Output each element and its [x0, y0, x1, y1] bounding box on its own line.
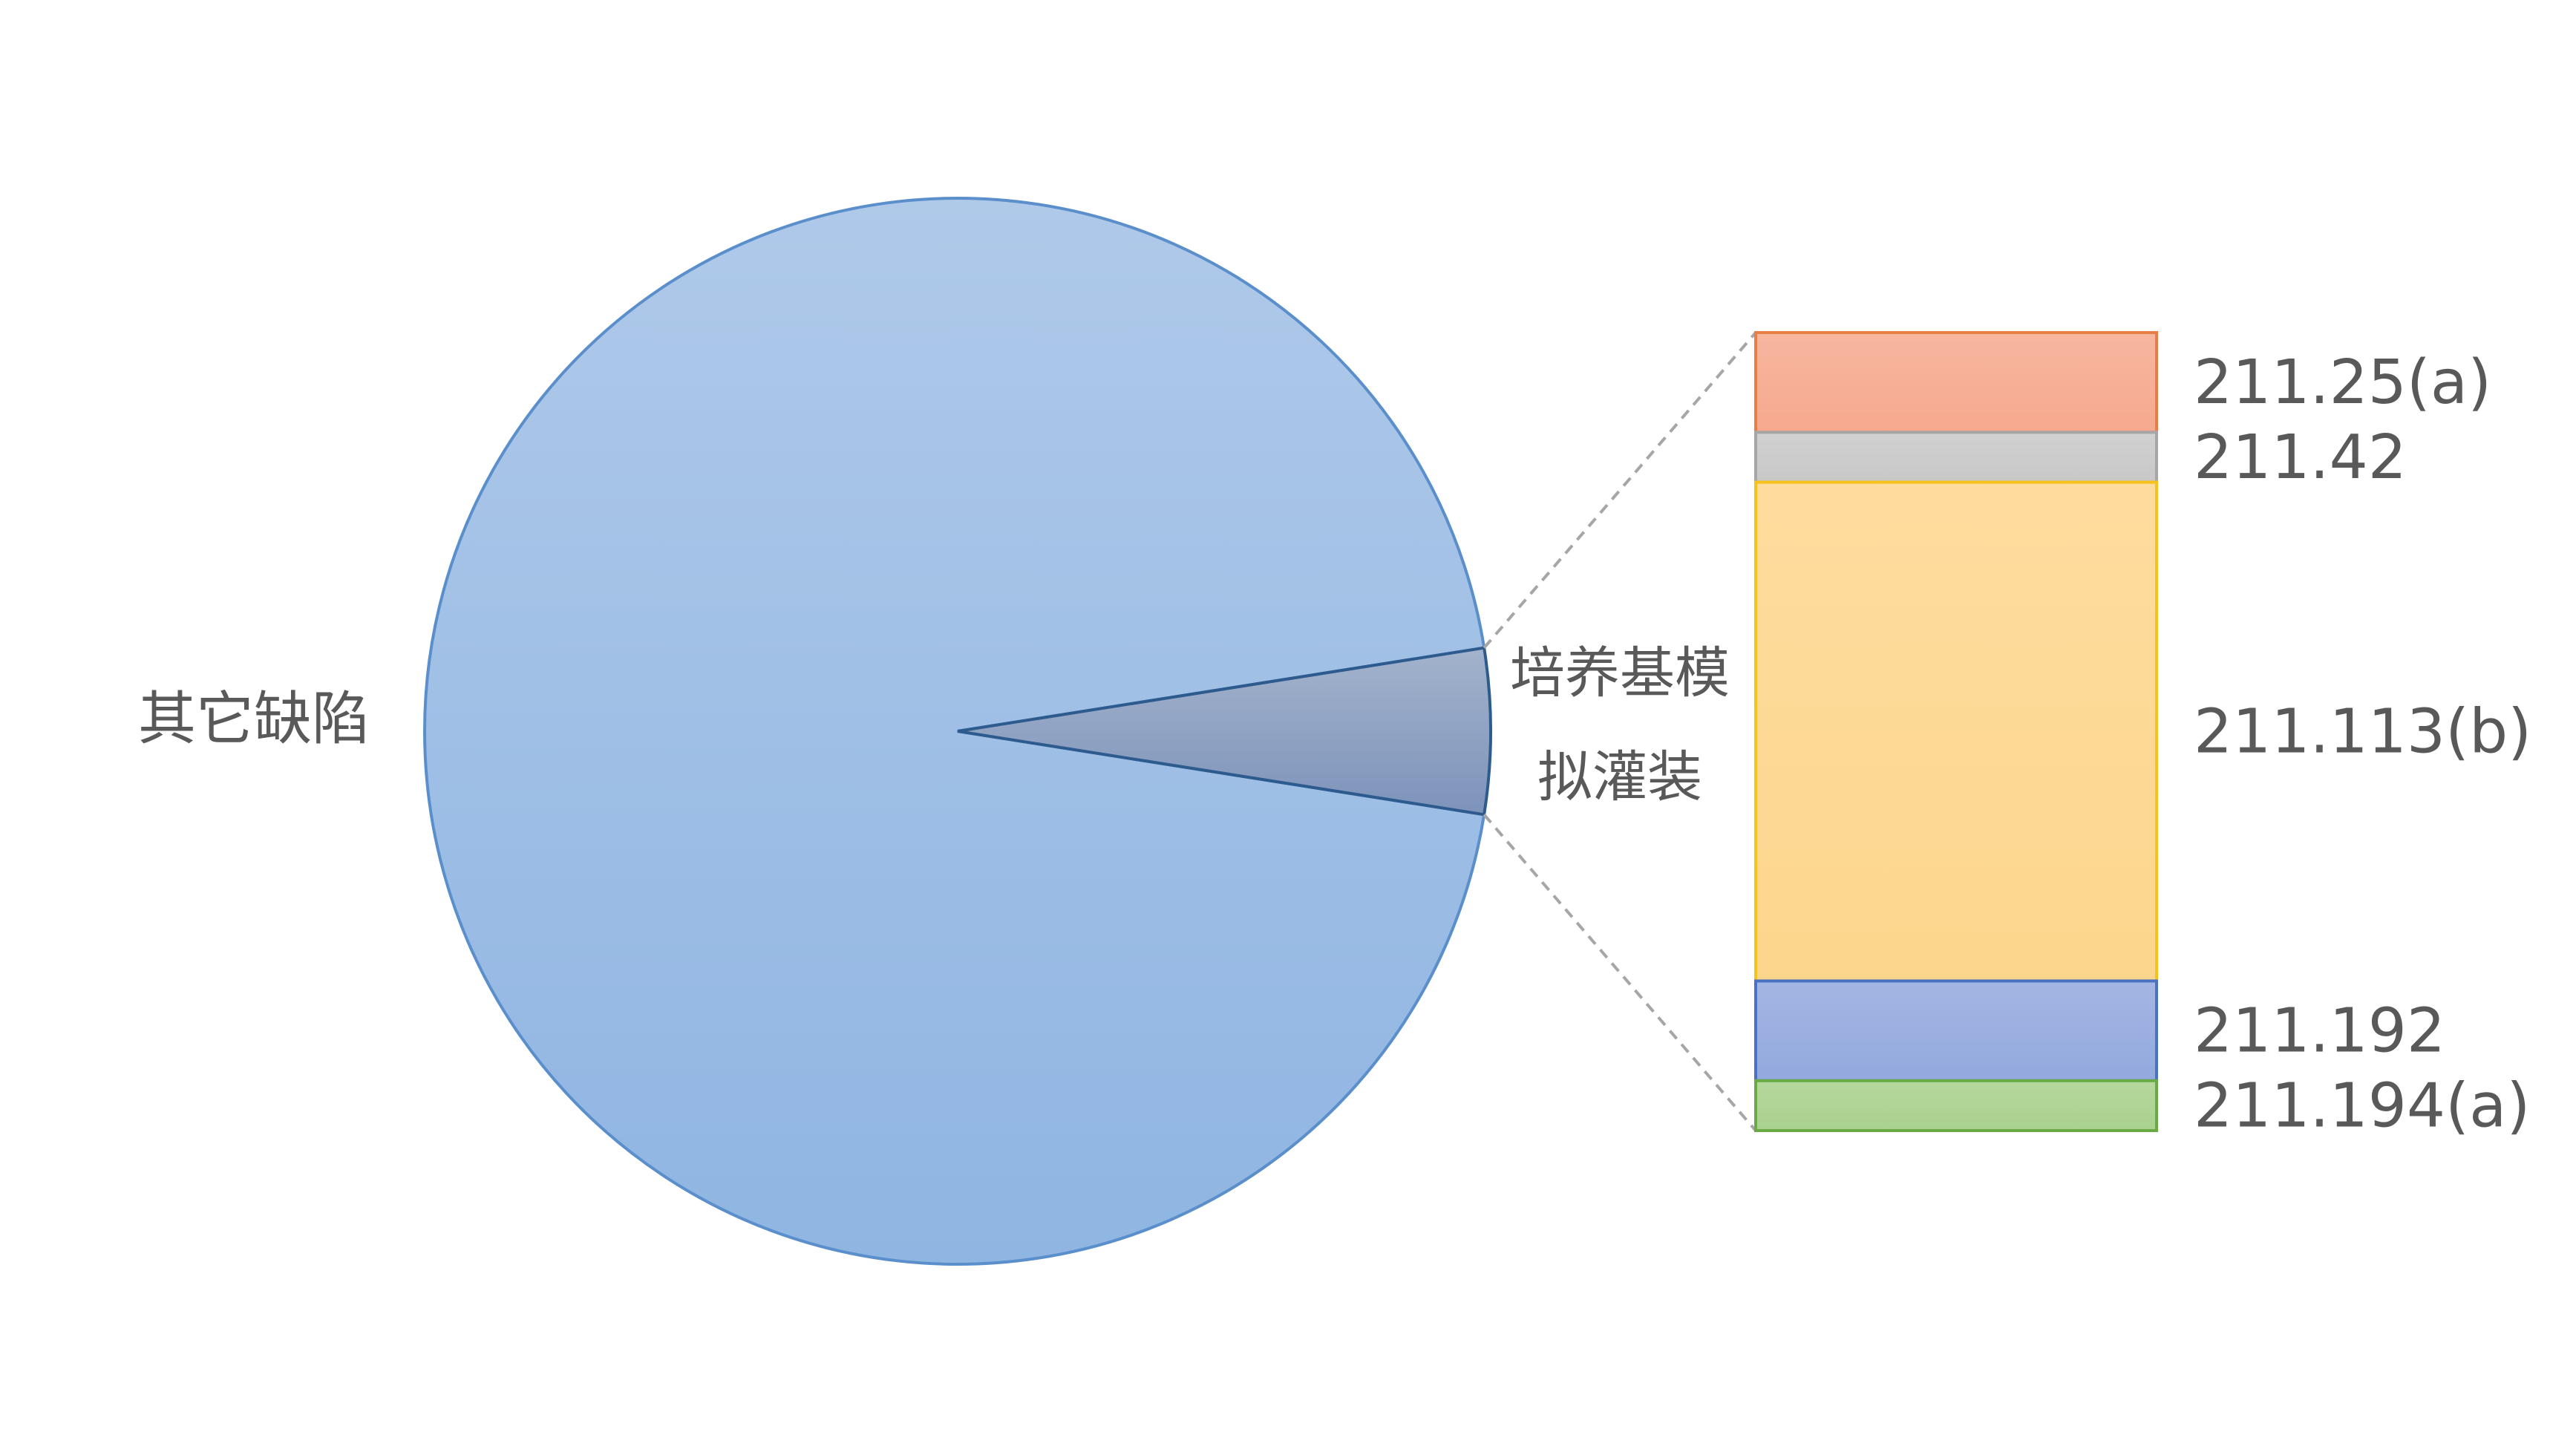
breakdown-bar [1754, 331, 2158, 1132]
bar-label-211-113-b: 211.113(b) [2194, 697, 2531, 768]
breakdown-labels: 211.25(a)211.42 211.113(b) 211.192211.194(… [2194, 347, 2531, 1141]
bar-segment-211-113-b [1754, 480, 2158, 983]
bar-label-211-194-a: 211.194(a) [2194, 1070, 2530, 1141]
pie-slice-other-defects [423, 197, 1486, 1266]
pie-slice-media-fill [957, 646, 1492, 817]
pie-label-media-fill-line1: 培养基模 [1510, 641, 1730, 705]
bar-segment-211-194-a [1754, 1079, 2158, 1132]
bar-label-211-42: 211.42 [2194, 422, 2407, 493]
bar-segment-211-42 [1754, 431, 2158, 484]
bar-segment-211-192 [1754, 979, 2158, 1082]
connector-line-bottom [1482, 814, 1757, 1132]
pie-label-media-fill-line2: 拟灌装 [1537, 745, 1702, 809]
bar-segment-211-25-a [1754, 331, 2158, 434]
bar-label-211-192: 211.192 [2194, 996, 2445, 1067]
connector-line-top [1482, 331, 1757, 649]
pie-label-other-defects: 其它缺陷 [138, 686, 370, 753]
bar-label-211-25-a: 211.25(a) [2194, 347, 2491, 418]
